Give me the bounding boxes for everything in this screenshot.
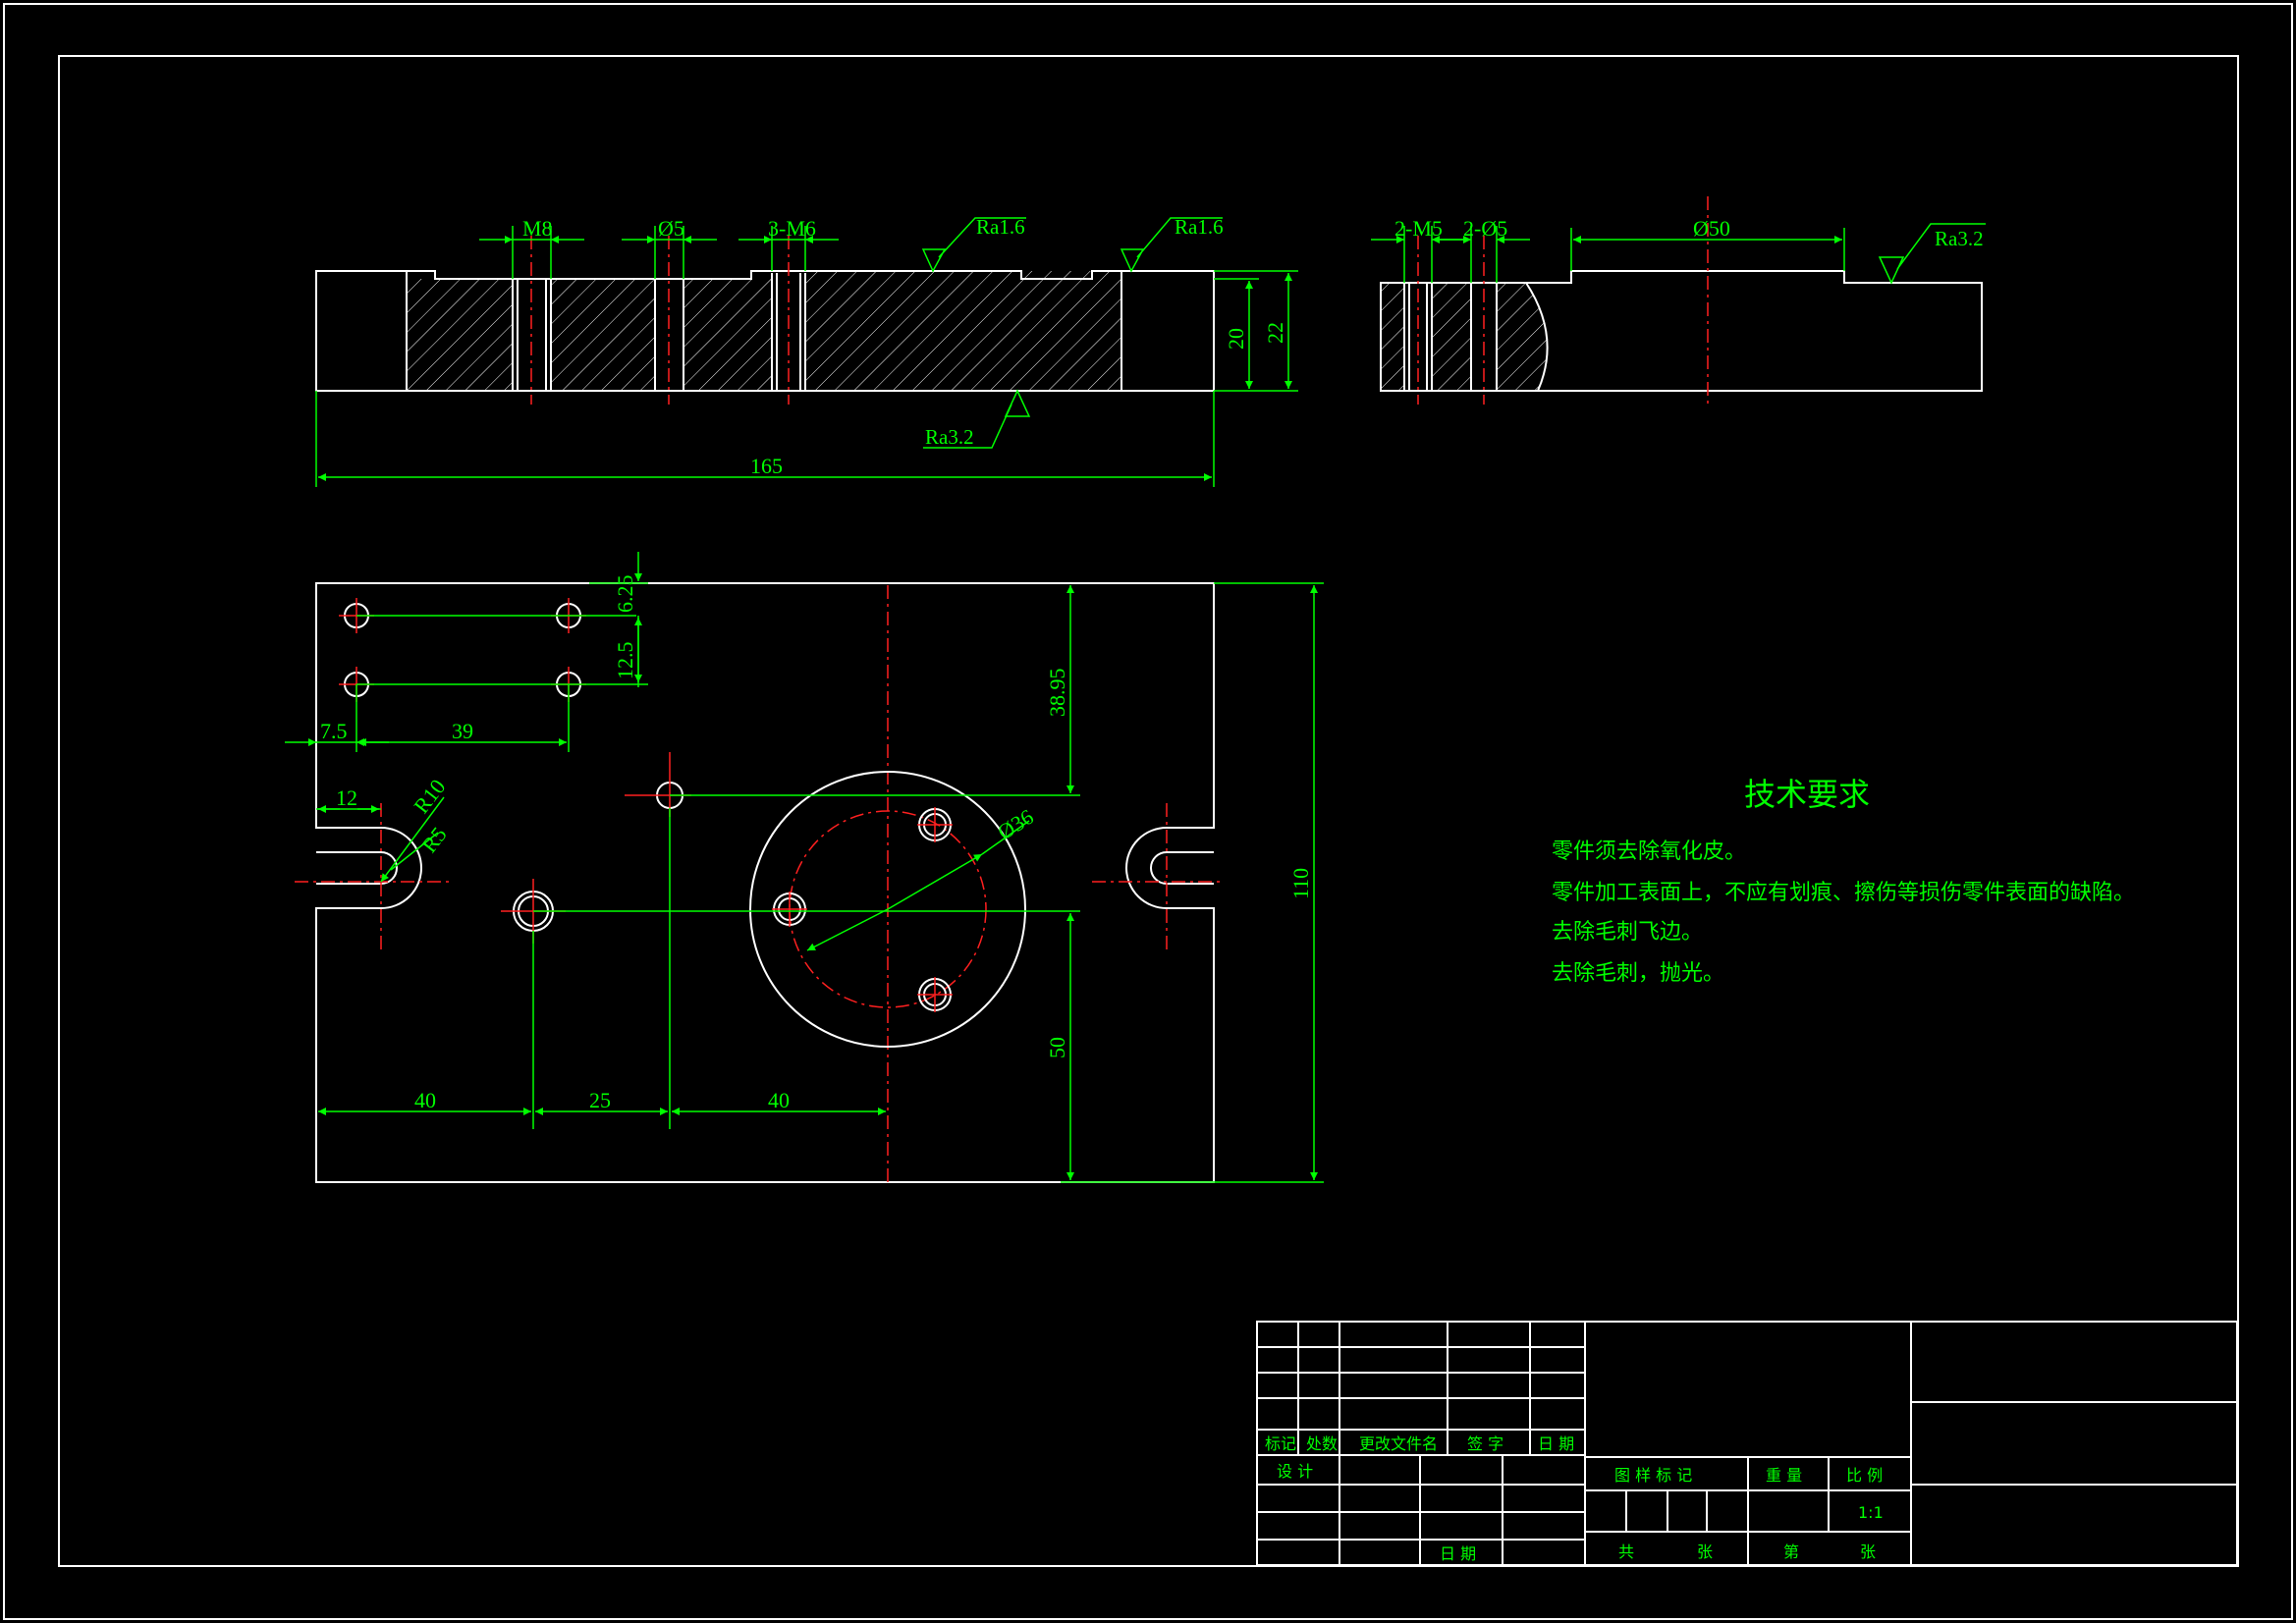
dim-m8: M8 (522, 216, 553, 241)
dim-phi5: Ø5 (658, 216, 684, 241)
dim-38-95: 38.95 (1045, 669, 1069, 718)
tech-line-1: 零件须去除氧化皮。 (1552, 839, 1746, 864)
sheet-inner-border (58, 55, 2239, 1567)
dim-phi36: Ø36 (993, 804, 1037, 844)
tb-biaoji: 标记 (1265, 1434, 1296, 1453)
tech-requirements: 技术要求 零件须去除氧化皮。 零件加工表面上，不应有划痕、擦伤等损伤零件表面的缺… (1552, 776, 2135, 986)
sheet-outer-border (3, 3, 2293, 1620)
ra-top-2: Ra1.6 (1175, 215, 1224, 239)
tb-tuyang: 图 样 标 记 (1614, 1466, 1692, 1485)
ra-side: Ra3.2 (1935, 227, 1984, 250)
tb-bili: 比 例 (1846, 1466, 1883, 1485)
dim-50: 50 (1045, 1037, 1069, 1058)
side-view: 2-M5 2-Ø5 Ø50 Ra3.2 (1371, 196, 1986, 405)
tb-zhang2: 张 (1860, 1542, 1876, 1561)
dim-20: 20 (1224, 328, 1248, 350)
dim-r10: R10 (409, 775, 450, 818)
dim-12: 12 (336, 785, 357, 810)
dim-22: 22 (1263, 322, 1287, 344)
dim-39: 39 (452, 719, 473, 743)
dim-40b: 40 (768, 1088, 790, 1112)
dim-2phi5: 2-Ø5 (1463, 216, 1507, 241)
dim-25: 25 (589, 1088, 611, 1112)
top-view: Ø36 38.95 50 110 6.25 12.5 7.5 (285, 552, 1324, 1183)
dim-phi50: Ø50 (1693, 216, 1730, 241)
tb-gong: 共 (1618, 1542, 1634, 1561)
tech-line-4: 去除毛刺，抛光。 (1552, 961, 1724, 986)
dim-12-5: 12.5 (613, 642, 637, 680)
ra-top-1: Ra1.6 (976, 215, 1025, 239)
tb-qianzi: 签 字 (1467, 1434, 1503, 1453)
tech-line-2: 零件加工表面上，不应有划痕、擦伤等损伤零件表面的缺陷。 (1552, 881, 2135, 905)
dim-165: 165 (750, 454, 783, 478)
tb-riqi2: 日 期 (1440, 1544, 1476, 1563)
dim-6-25: 6.25 (613, 575, 637, 614)
tb-sheji: 设 计 (1277, 1462, 1313, 1481)
front-view: M8 Ø5 3-M6 Ra1.6 Ra1.6 Ra3.2 20 22 165 (315, 215, 1298, 487)
tb-chushu: 处数 (1306, 1434, 1338, 1453)
tech-line-3: 去除毛刺飞边。 (1552, 920, 1703, 945)
title-block: 标记 处数 更改文件名 签 字 日 期 设 计 日 期 图 样 标 记 重 量 … (1256, 1321, 2238, 1566)
tb-scale: 1:1 (1858, 1503, 1884, 1522)
tb-riqi: 日 期 (1538, 1434, 1574, 1453)
tb-zhang1: 张 (1697, 1542, 1713, 1561)
dim-40a: 40 (414, 1088, 436, 1112)
dim-3m6: 3-M6 (768, 216, 816, 241)
dim-2m5: 2-M5 (1394, 216, 1443, 241)
ra-bottom: Ra3.2 (925, 425, 974, 449)
tech-title: 技术要求 (1744, 776, 1870, 813)
tb-zhongliang: 重 量 (1766, 1466, 1802, 1485)
tb-gengai: 更改文件名 (1359, 1434, 1438, 1453)
dim-110: 110 (1288, 868, 1313, 899)
tb-di: 第 (1783, 1542, 1799, 1561)
dim-7-5: 7.5 (320, 719, 348, 743)
